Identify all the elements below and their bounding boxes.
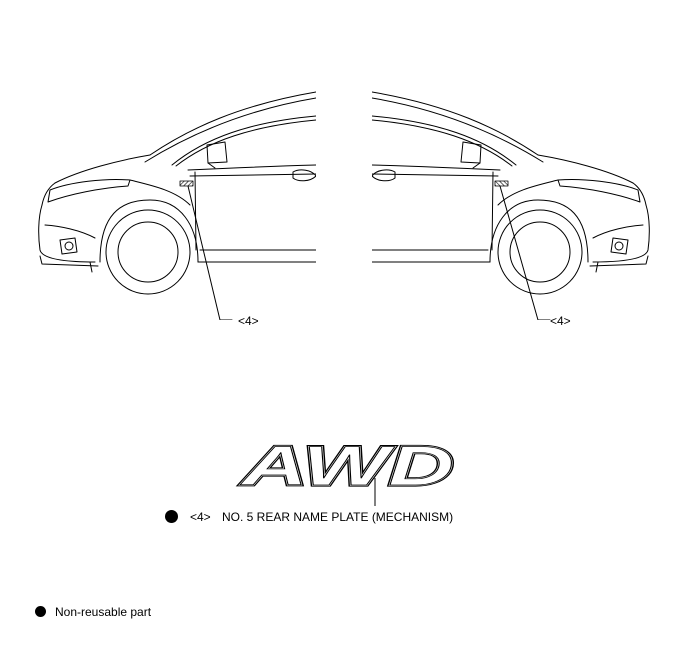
nameplate-description: NO. 5 REAR NAME PLATE (MECHANISM) xyxy=(222,510,454,524)
legend-non-reusable-label: Non-reusable part xyxy=(55,605,152,619)
awd-emblem-inner: AWD xyxy=(239,434,454,497)
awd-emblem: AWD AWD AWD xyxy=(237,432,456,506)
left-car-callout: <4> xyxy=(238,314,259,328)
legend-bullet-icon xyxy=(35,606,46,617)
nameplate-callout-number: <4> xyxy=(190,510,211,524)
awd-emblem-inline: AWD xyxy=(239,434,454,497)
right-car-callout: <4> xyxy=(550,314,571,328)
right-car-drawing xyxy=(372,91,650,320)
awd-emblem-outline: AWD xyxy=(239,434,454,497)
left-car-drawing xyxy=(38,91,316,320)
non-reusable-bullet-icon xyxy=(165,510,178,523)
